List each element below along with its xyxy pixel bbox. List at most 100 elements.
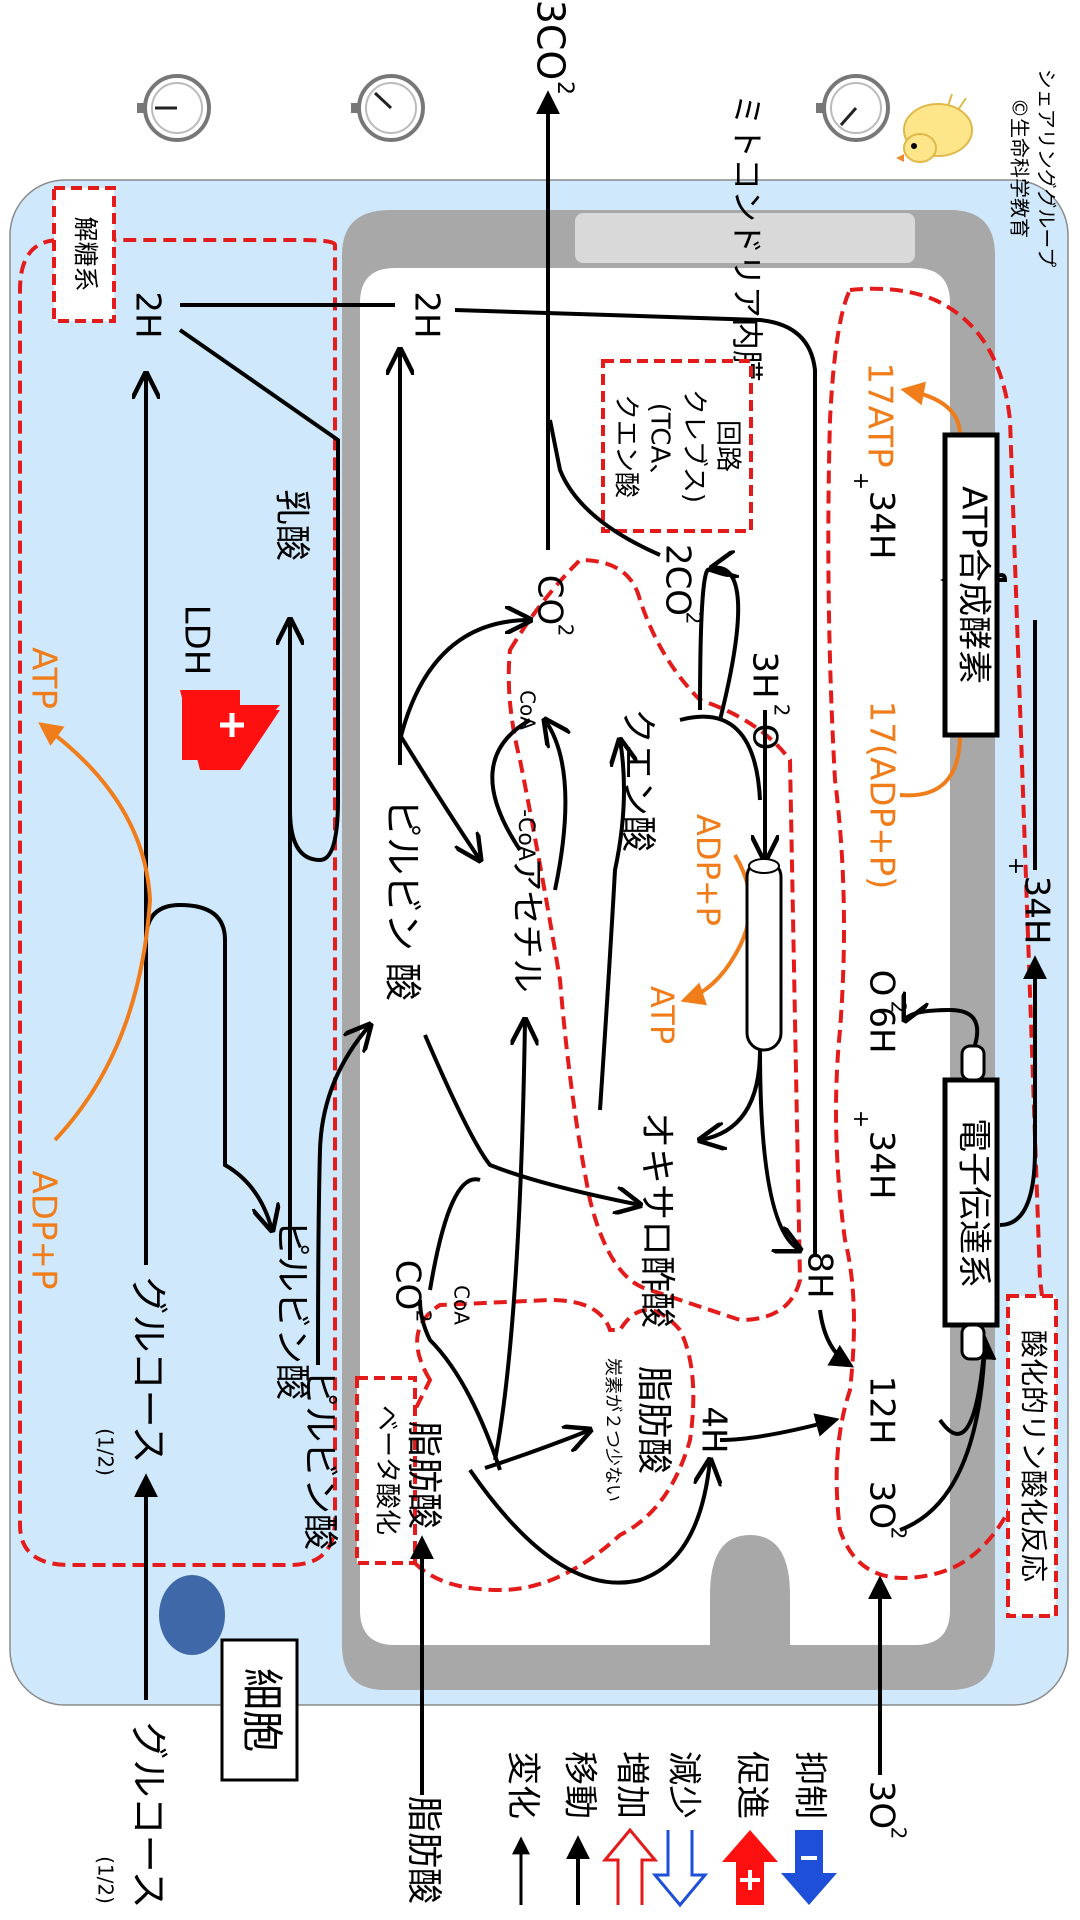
citric-label: クエン酸 (TCA、 クレブス) 回路 — [611, 389, 743, 503]
chick-icon — [896, 93, 973, 163]
hplus-1-label: 34H — [862, 1131, 902, 1200]
region-borders — [18, 238, 1047, 1593]
citric-label-box — [601, 359, 753, 533]
glyco-atp-arrow — [38, 722, 153, 1142]
cycle-tube-cap — [748, 858, 780, 874]
credit-line-2: シェアリンググループ — [1035, 69, 1059, 267]
co2-top-sub: 2 — [552, 81, 577, 95]
oxaloacetate-label: オキサロ酢酸 — [636, 1112, 677, 1328]
h4-label: 4H — [694, 1406, 734, 1453]
adp-oxphos-label: 17(ADP+P) — [862, 701, 902, 890]
h2o-6-tail: O — [862, 970, 902, 997]
8h-to-12h-arrow — [818, 1309, 855, 1368]
citric-cycle-loop — [598, 740, 624, 1111]
citric-cycle-region — [506, 557, 803, 1323]
glycolysis-region — [18, 238, 337, 1567]
atp-synthase-box — [942, 432, 1000, 738]
glycolysis-label: 解糖系 — [71, 216, 100, 291]
citric-label-line-4: 回路 — [713, 420, 743, 472]
fatty-to-acetyl-arrow — [493, 1020, 525, 1461]
acetyl-to-coa-arrow — [545, 720, 565, 891]
pyruvate-cyto-2: ピルビン酸 — [299, 1370, 340, 1550]
citric-label-line-3: クレブス) — [679, 389, 709, 503]
citric-label-line-1: クエン酸 — [611, 394, 641, 498]
legend-label-5: 促進 — [732, 1751, 772, 1819]
pyruvate-import-arrow — [316, 1025, 370, 1366]
membrane-label-box — [575, 213, 915, 263]
coa-label-2: CoA — [516, 690, 540, 730]
h2-glyco-label: 2H — [128, 291, 168, 338]
4h-to-12h-arrow — [719, 1413, 840, 1442]
co2-cycle-label: 2CO — [658, 544, 698, 616]
hplus-3-sup: + — [848, 472, 873, 490]
glucose-inside-label: グルコース — [127, 1276, 171, 1463]
etc-to-h2o-arrow — [905, 1010, 980, 1046]
adp-cycle-label: ADP+P — [689, 814, 727, 926]
glucose-outside-prefix: (1/2) — [94, 1856, 118, 1904]
pyruvate-to-acetyl-arrow — [398, 733, 480, 860]
h12-label: 12H — [862, 1376, 902, 1445]
hplus-1-sup: + — [848, 1110, 873, 1128]
h2o-6-sub: 2 — [887, 1001, 911, 1014]
membrane-label: ミトコンドリア内膜 — [728, 94, 766, 382]
hplus-2-label: 34H — [1017, 876, 1057, 945]
cell-label: 細胞 — [238, 1668, 287, 1752]
pyruvate-to-oxaloacetate-arrow — [423, 1034, 640, 1205]
glycolysis-label-box — [52, 186, 116, 323]
legend-label-3: 増加 — [612, 1751, 652, 1819]
hplus-3-label: 34H — [862, 491, 902, 560]
fatty-to-co2-arrow — [418, 1299, 502, 1471]
glucose-inside-prefix: (1/2) — [94, 1428, 118, 1476]
o2-to-etc-arrow — [899, 1335, 997, 1532]
citric-label-line-2: (TCA、 — [645, 403, 675, 489]
atp-glyco: ATP — [24, 647, 64, 709]
fatty-outside-label: 脂肪酸 — [403, 1796, 444, 1904]
o2-inside-sub: 2 — [887, 1527, 911, 1540]
cycle-to-8h-arrow — [758, 1049, 800, 1250]
acetyl-label: アセチル — [507, 857, 547, 992]
fatty-short-note: 炭素が２つ少ない — [602, 1358, 623, 1502]
legend-label-6: 抑制 — [790, 1751, 830, 1819]
adp-glyco: ADP+P — [24, 1171, 64, 1290]
acetyl-coa-label: -CoA — [513, 809, 538, 861]
beta-label-box — [355, 1376, 417, 1565]
h2o-6-label: 6H — [862, 1006, 902, 1053]
oxphos-adp-arc — [899, 734, 962, 798]
cycle-tube — [745, 858, 783, 1052]
atp-cycle-label: ATP — [643, 986, 681, 1044]
coa-to-acetyl-arrow — [490, 718, 531, 852]
h2o-3-sub: 2 — [770, 704, 794, 717]
2co2-join-line — [548, 419, 661, 557]
citrate-label: クエン酸 — [617, 708, 658, 852]
beta-oxidation-region — [388, 1297, 696, 1593]
atp-synthase-label: ATP合成酵素 — [954, 486, 994, 684]
legend-label-2: 移動 — [560, 1751, 600, 1819]
ldh-label: LDH — [177, 605, 217, 676]
clock-icon — [816, 74, 890, 142]
clock-icon — [137, 74, 211, 142]
fatty-short-label: 脂肪酸 — [633, 1366, 674, 1474]
fatty-inside-label: 脂肪酸 — [403, 1421, 444, 1529]
h2o-3-tail: O — [745, 724, 785, 751]
legend-increase-icon — [601, 1827, 659, 1905]
oxphos-region — [826, 286, 1047, 1580]
etc-to-hplus-arrow — [999, 955, 1047, 1227]
co2-pyr-sub: 2 — [554, 624, 578, 637]
clock-icon — [351, 74, 425, 142]
o2-inside-label: 3O — [862, 1481, 902, 1529]
2h-to-8h-line — [454, 308, 817, 1255]
co2-cycle-sub: 2 — [682, 612, 706, 625]
legend-label-4: 減少 — [664, 1751, 704, 1819]
etc-label: 電子伝達系 — [954, 1118, 994, 1288]
o2-outside-sub: 2 — [887, 1827, 911, 1840]
pyruvate-cyto-1: ピルビン酸 — [271, 1220, 312, 1400]
ldh-plus — [220, 713, 244, 737]
co2-top-label: 3CO — [529, 0, 573, 80]
oxphos-label: 酸化的リン酸化反応 — [1017, 1330, 1050, 1582]
co2-coa-arc — [428, 1177, 481, 1291]
etc-cap-top — [960, 1044, 986, 1082]
co2-beta-label: CO — [388, 1260, 428, 1311]
legend-inhibit-icon — [781, 1830, 837, 1905]
fatty-to-4h-arrow — [468, 1460, 710, 1585]
